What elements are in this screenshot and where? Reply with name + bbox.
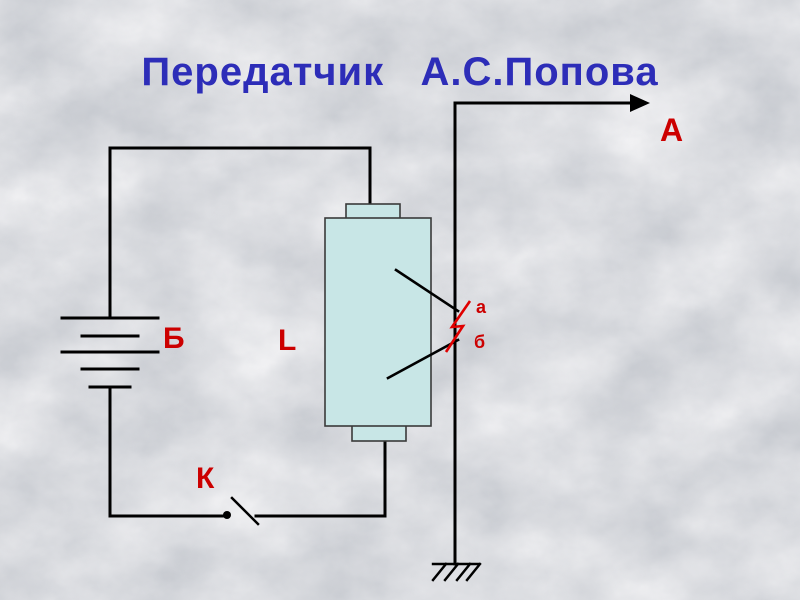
spark-gap-electrodes xyxy=(386,268,460,380)
label-antenna: А xyxy=(660,112,684,148)
spark-bolt-icon xyxy=(444,300,472,353)
label-inductor: L xyxy=(278,324,297,357)
induction-coil xyxy=(324,203,432,442)
slide-title: Передатчик А.С.Попова xyxy=(141,50,659,94)
antenna-wire xyxy=(453,101,634,566)
label-key: К xyxy=(196,462,215,495)
label-battery: Б xyxy=(163,322,185,355)
wire-top xyxy=(108,146,372,208)
label-gap-b: б xyxy=(474,332,486,352)
label-gap-a: а xyxy=(476,297,487,317)
antenna-arrowhead-icon xyxy=(630,94,650,112)
key-switch-icon xyxy=(223,496,260,526)
ground-icon xyxy=(431,562,482,582)
battery-icon xyxy=(60,316,160,389)
wire-bottom-right xyxy=(254,439,387,518)
coil-body xyxy=(324,217,432,427)
